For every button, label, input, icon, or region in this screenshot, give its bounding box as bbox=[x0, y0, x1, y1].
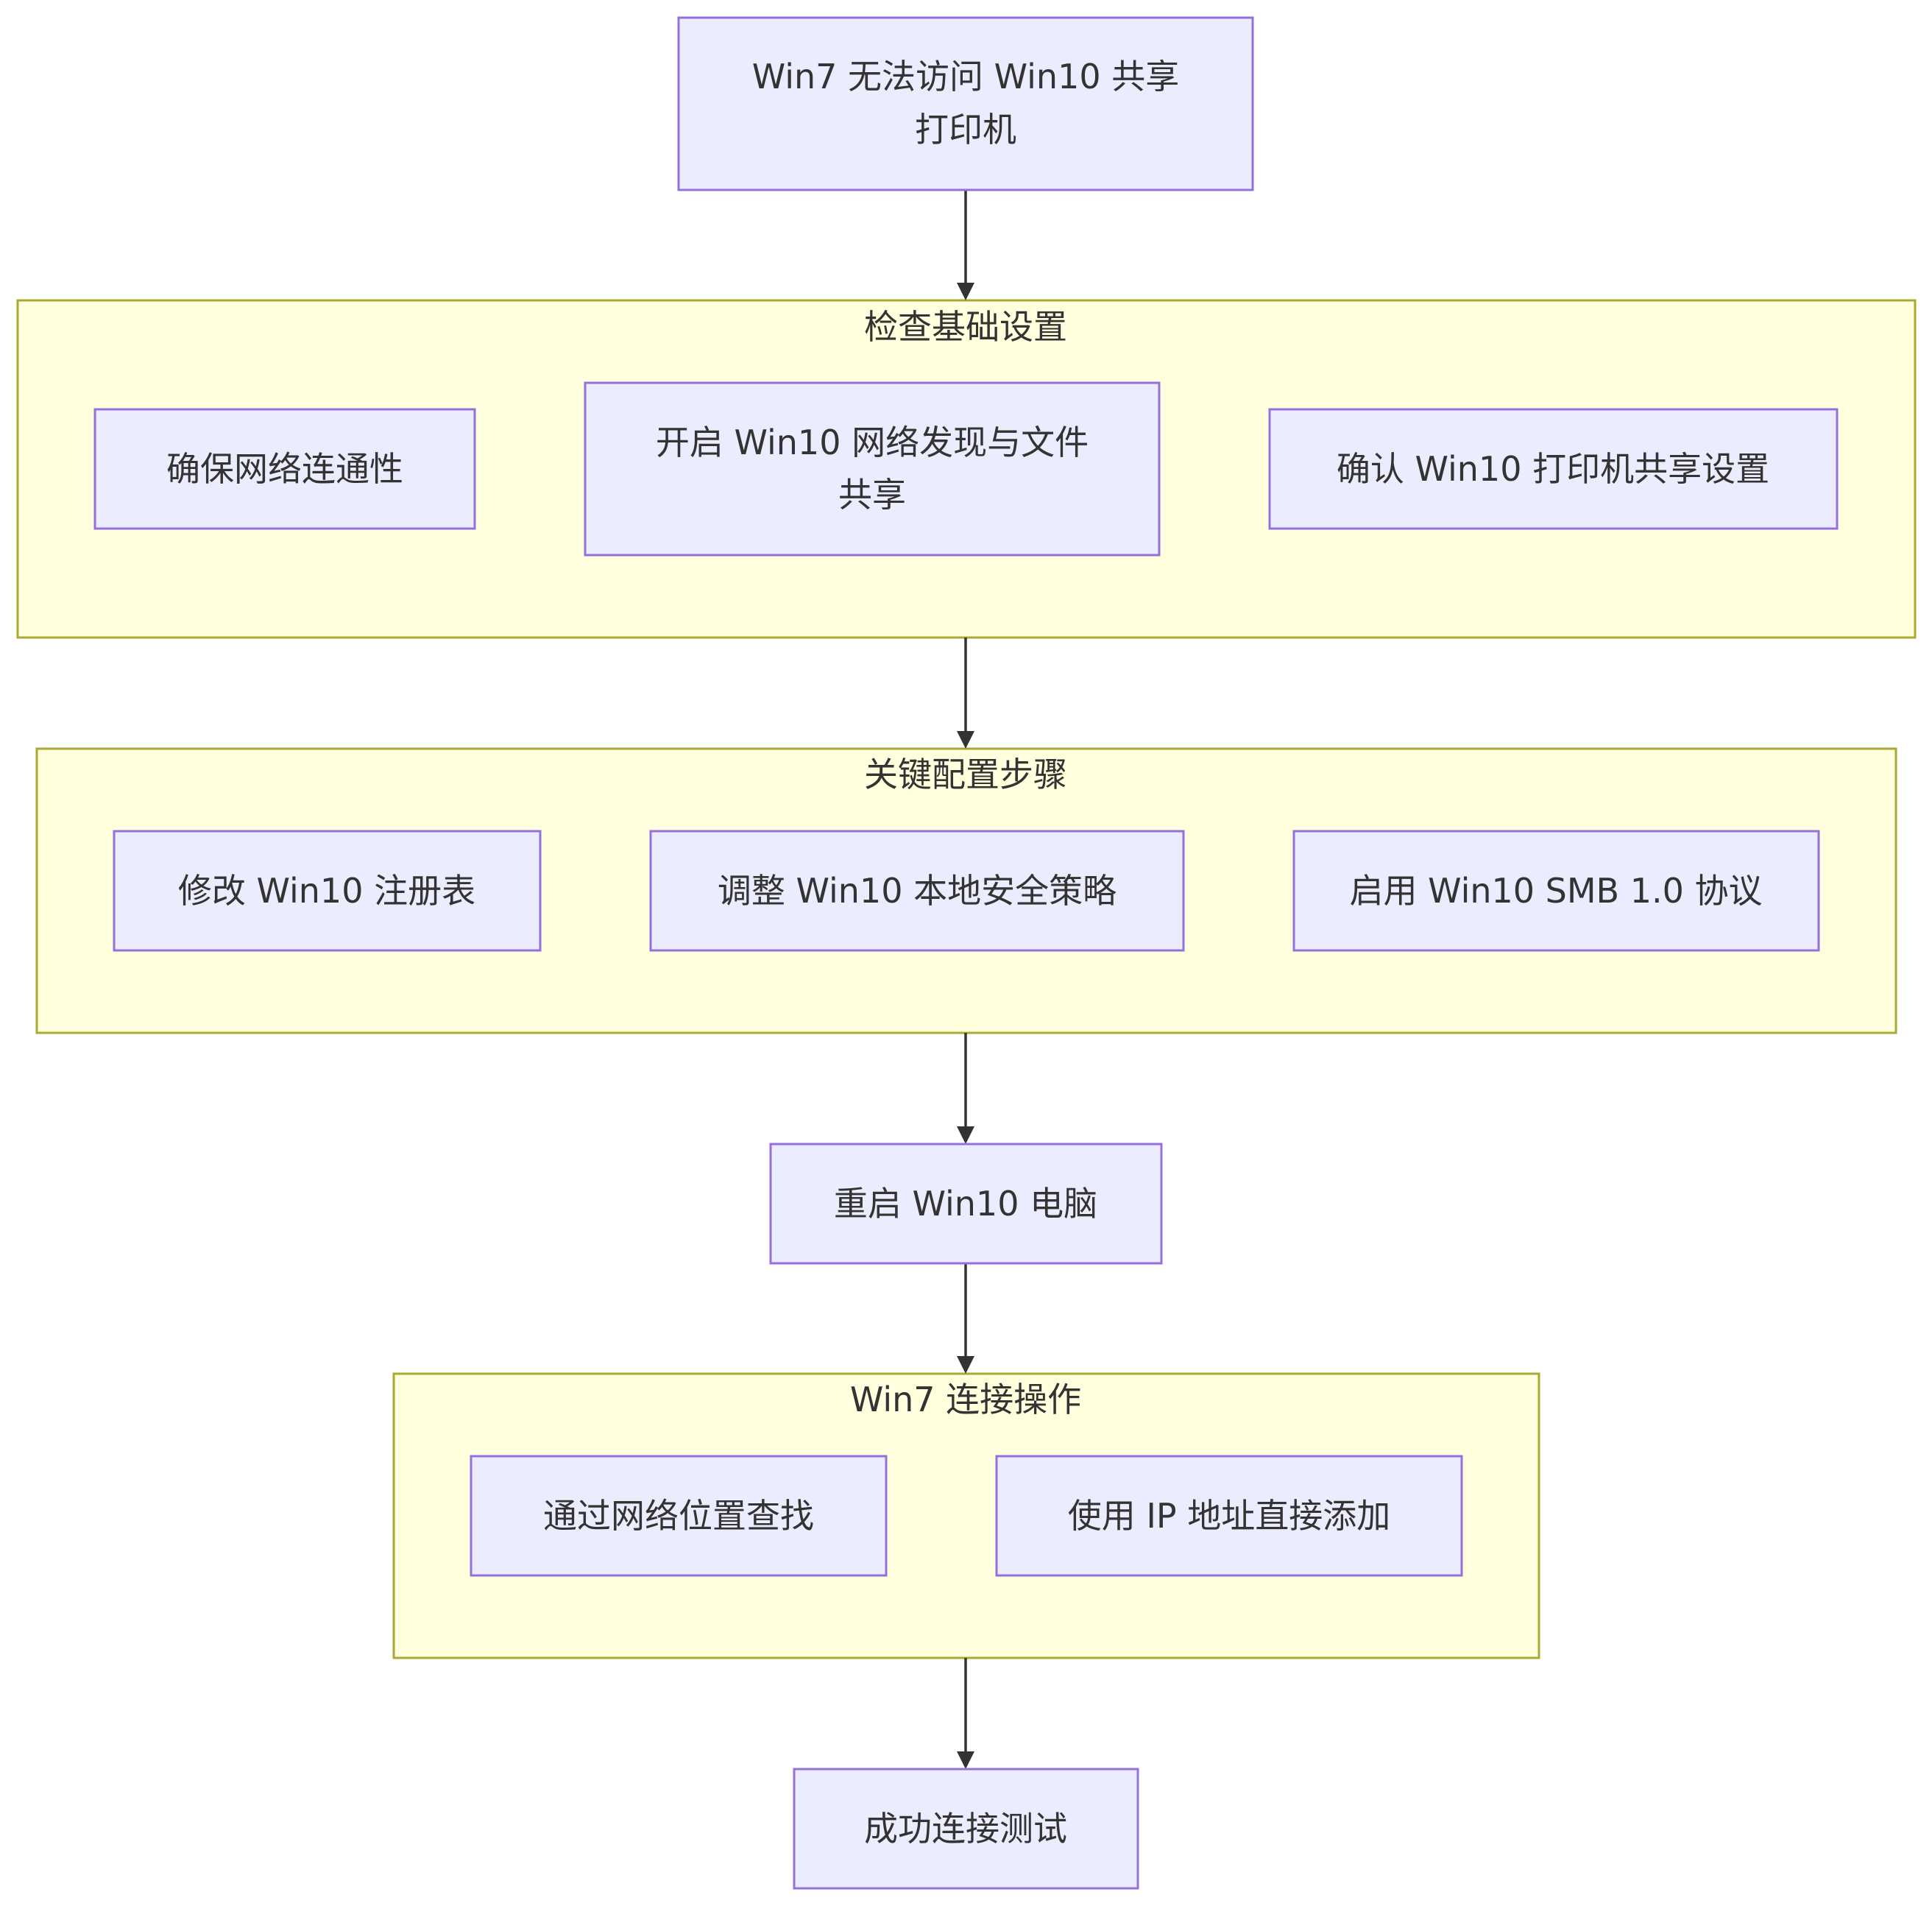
node-start-box bbox=[677, 16, 1254, 191]
node-enable-smb-box bbox=[1292, 830, 1820, 952]
group-key-config-steps-title: 关键配置步骤 bbox=[864, 755, 1067, 794]
node-modify-registry: 修改 Win10 注册表 bbox=[113, 830, 542, 952]
node-end-box bbox=[793, 1768, 1139, 1890]
group-check-basic-settings-title: 检查基础设置 bbox=[864, 307, 1067, 347]
node-end: 成功连接测试 bbox=[793, 1768, 1139, 1890]
node-confirm-printer-share-box bbox=[1268, 408, 1839, 530]
node-modify-registry-box bbox=[113, 830, 542, 952]
node-enable-discovery-box bbox=[584, 381, 1161, 557]
node-reboot-box bbox=[769, 1143, 1163, 1265]
node-add-via-ip-label: 使用 IP 地址直接添加 bbox=[1068, 1496, 1391, 1536]
node-adjust-security-policy-label: 调整 Win10 本地安全策略 bbox=[718, 871, 1117, 911]
node-ensure-network-box bbox=[93, 408, 476, 530]
arrowhead-connect bbox=[957, 1356, 974, 1374]
node-ensure-network-label: 确保网络连通性 bbox=[166, 449, 403, 489]
node-adjust-security-policy: 调整 Win10 本地安全策略 bbox=[649, 830, 1185, 952]
node-add-via-ip: 使用 IP 地址直接添加 bbox=[995, 1455, 1463, 1577]
node-enable-discovery-label-line2: 共享 bbox=[838, 475, 906, 515]
node-enable-smb-label: 启用 Win10 SMB 1.0 协议 bbox=[1349, 871, 1762, 911]
node-start-label-line2: 打印机 bbox=[915, 110, 1016, 149]
node-modify-registry-label: 修改 Win10 注册表 bbox=[178, 871, 475, 911]
node-enable-discovery-label-line1: 开启 Win10 网络发现与文件 bbox=[656, 423, 1089, 462]
node-adjust-security-policy-box bbox=[649, 830, 1185, 952]
node-find-via-network: 通过网络位置查找 bbox=[470, 1455, 888, 1577]
node-confirm-printer-share: 确认 Win10 打印机共享设置 bbox=[1268, 408, 1839, 530]
node-start: Win7 无法访问 Win10 共享 打印机 bbox=[677, 16, 1254, 191]
node-enable-discovery: 开启 Win10 网络发现与文件 共享 bbox=[584, 381, 1161, 557]
node-start-label-line1: Win7 无法访问 Win10 共享 bbox=[752, 57, 1179, 96]
node-find-via-network-box bbox=[470, 1455, 888, 1577]
node-find-via-network-label: 通过网络位置查找 bbox=[543, 1496, 814, 1536]
node-confirm-printer-share-label: 确认 Win10 打印机共享设置 bbox=[1337, 449, 1769, 489]
node-end-label: 成功连接测试 bbox=[864, 1809, 1067, 1849]
edges bbox=[957, 190, 974, 1769]
arrowhead-config bbox=[957, 731, 974, 749]
arrowhead-reboot bbox=[957, 1126, 974, 1144]
node-reboot-label: 重启 Win10 电脑 bbox=[834, 1184, 1097, 1224]
arrowhead-basic bbox=[957, 283, 974, 300]
arrowhead-end bbox=[957, 1751, 974, 1769]
node-ensure-network: 确保网络连通性 bbox=[93, 408, 476, 530]
node-add-via-ip-box bbox=[995, 1455, 1463, 1577]
group-win7-connect-title: Win7 连接操作 bbox=[850, 1380, 1081, 1419]
node-reboot: 重启 Win10 电脑 bbox=[769, 1143, 1163, 1265]
node-enable-smb: 启用 Win10 SMB 1.0 协议 bbox=[1292, 830, 1820, 952]
